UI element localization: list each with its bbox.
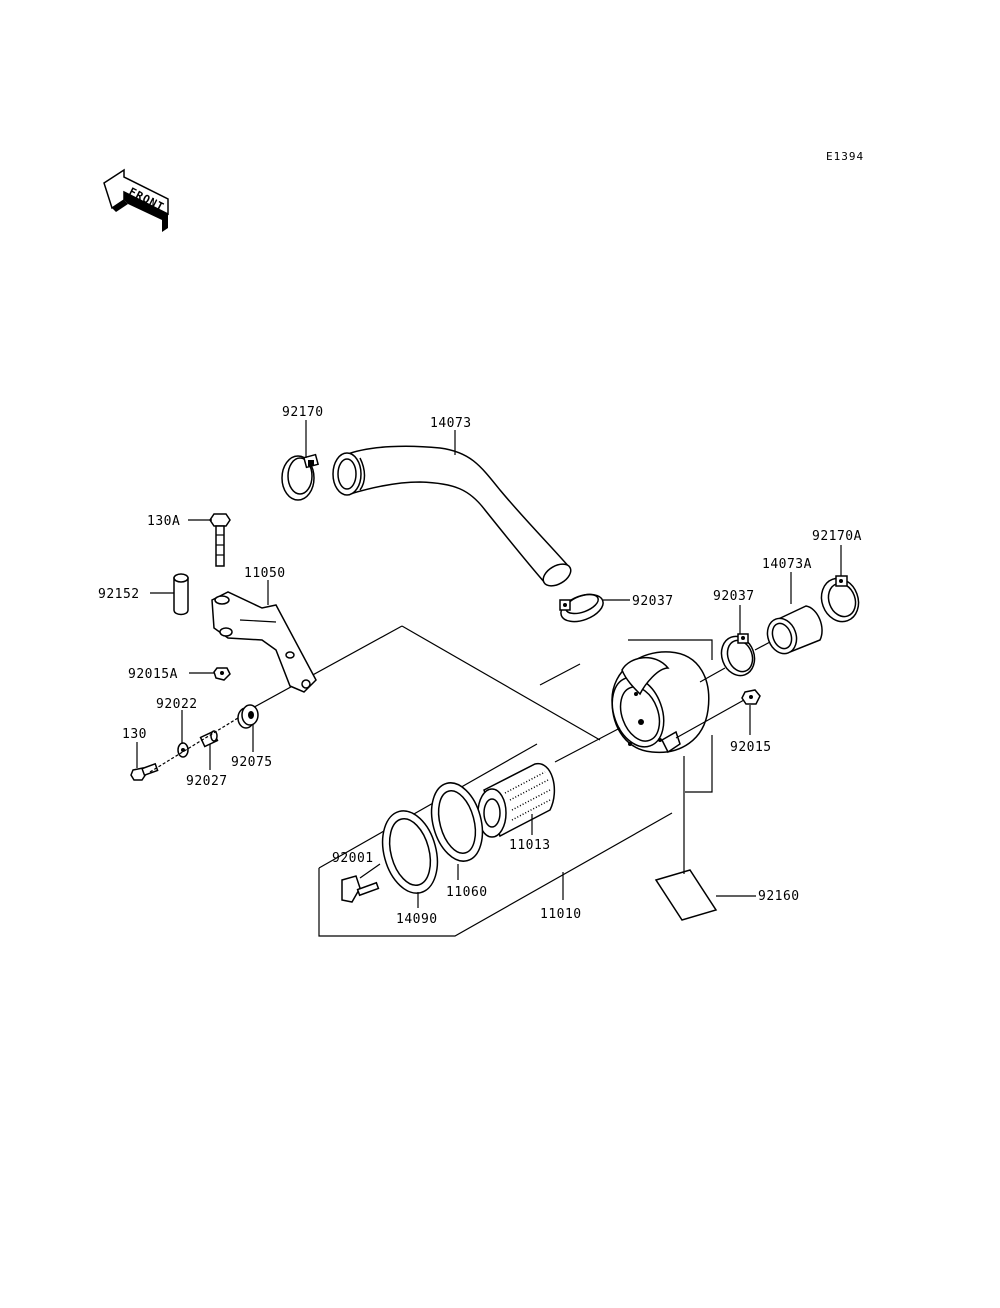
label-92170: 92170 (282, 405, 324, 420)
label-11010: 11010 (540, 907, 582, 922)
label-92160: 92160 (758, 889, 800, 904)
collar-92027 (199, 730, 219, 748)
grommet-92075 (237, 704, 259, 729)
label-92022: 92022 (156, 697, 198, 712)
label-92037-upper: 92037 (632, 594, 674, 609)
label-14073A: 14073A (762, 557, 812, 572)
label-92075: 92075 (231, 755, 273, 770)
label-92170A: 92170A (812, 529, 862, 544)
diagram-code: E1394 (826, 150, 864, 163)
airbox-group-outline (237, 625, 713, 937)
wing-bolt-92001 (341, 875, 380, 903)
label-14090: 14090 (396, 912, 438, 927)
hose-clamp-92037-upper (559, 593, 604, 623)
label-92037-right: 92037 (713, 589, 755, 604)
label-92001: 92001 (332, 851, 374, 866)
front-arrow-icon: FRONT (103, 168, 169, 232)
intake-hose-14073 (332, 445, 572, 587)
nut-92015 (741, 689, 761, 705)
label-92027: 92027 (186, 774, 228, 789)
label-130: 130 (122, 727, 147, 742)
label-92015: 92015 (730, 740, 772, 755)
label-130A: 130A (147, 514, 180, 529)
pad-92160 (654, 756, 718, 921)
air-cleaner-housing (611, 651, 710, 754)
label-11013: 11013 (509, 838, 551, 853)
bracket-11050 (211, 591, 317, 693)
gasket-11060 (430, 782, 484, 862)
leader-lines (136, 420, 842, 908)
nut-92015A (213, 667, 231, 681)
label-11050: 11050 (244, 566, 286, 581)
label-11060: 11060 (446, 885, 488, 900)
duct-14073A (766, 605, 823, 655)
hose-clamp-92037-right (720, 633, 756, 677)
hose-clamp-92170 (281, 453, 320, 501)
label-92015A: 92015A (128, 667, 178, 682)
bolt-130A (209, 513, 231, 567)
hose-clamp-92170A (820, 575, 860, 623)
collar-92152 (173, 573, 189, 616)
label-14073: 14073 (430, 416, 472, 431)
label-92152: 92152 (98, 587, 140, 602)
bolt-130 (130, 762, 159, 781)
filter-element-11013 (477, 763, 556, 838)
cover-14090 (381, 810, 439, 894)
